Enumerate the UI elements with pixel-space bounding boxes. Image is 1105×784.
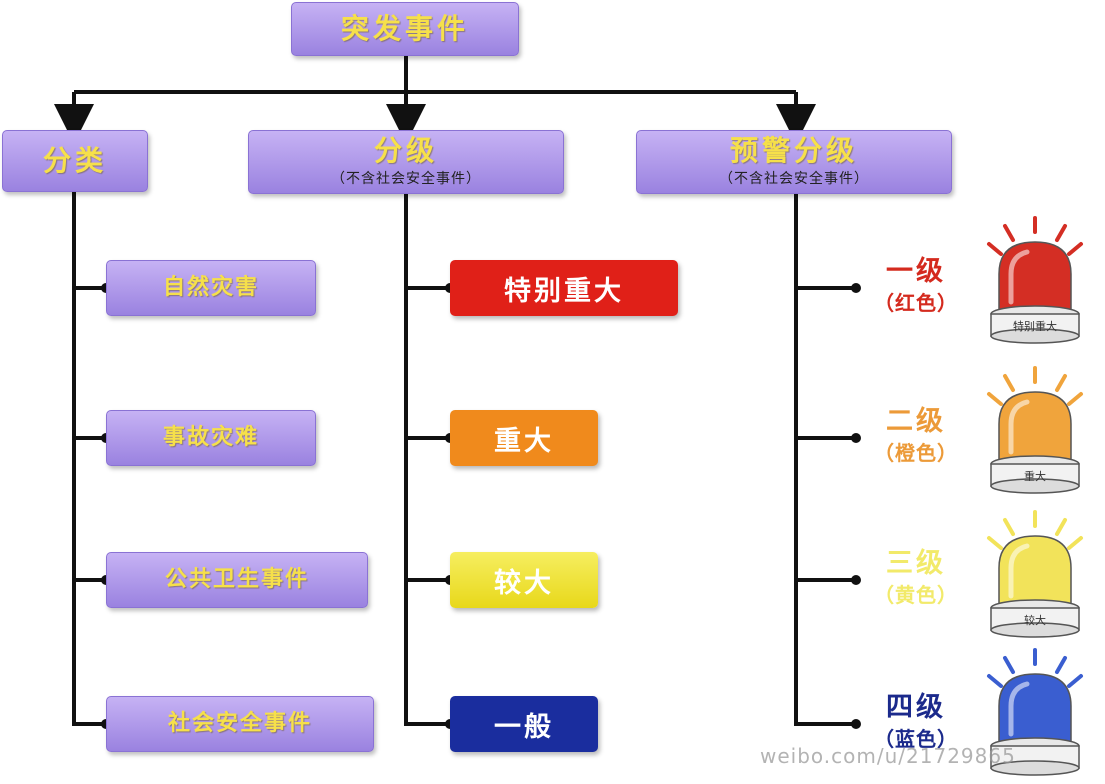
watermark-text: weibo.com/u/21729865: [760, 744, 1016, 768]
category-label: 自然灾害: [162, 274, 259, 300]
category-item: 公共卫生事件: [106, 552, 368, 608]
siren-lamp-icon: 较大: [987, 510, 1083, 638]
grade-label: 较大: [494, 567, 554, 599]
svg-text:较大: 较大: [1024, 613, 1046, 627]
siren-lamp-icon: 特别重大: [987, 216, 1083, 344]
grade-item: 一般: [450, 696, 598, 752]
grade-label: 重大: [494, 425, 554, 457]
branch-warning-note: （不含社会安全事件）: [719, 171, 869, 188]
siren-lamp-icon: [987, 648, 1083, 776]
warning-level: 三级 （黄色）: [856, 548, 976, 608]
warning-level-label: 一级: [886, 256, 946, 287]
branch-grading: 分级 （不含社会安全事件）: [248, 130, 564, 194]
warning-level-label: 三级: [886, 548, 946, 579]
warning-color-label: （红色）: [874, 291, 958, 316]
grade-item: 较大: [450, 552, 598, 608]
grade-label: 一般: [494, 711, 554, 743]
root-node: 突发事件: [291, 2, 519, 56]
warning-level: 二级 （橙色）: [856, 406, 976, 466]
branch-warning-label: 预警分级: [729, 133, 858, 167]
branch-classification-label: 分类: [42, 143, 107, 177]
warning-color-label: （黄色）: [874, 583, 958, 608]
branch-grading-note: （不含社会安全事件）: [331, 171, 481, 188]
grade-item: 重大: [450, 410, 598, 466]
category-item: 社会安全事件: [106, 696, 374, 752]
warning-color-label: （蓝色）: [874, 727, 958, 752]
category-item: 事故灾难: [106, 410, 316, 466]
warning-level-label: 四级: [886, 692, 946, 723]
grade-item: 特别重大: [450, 260, 678, 316]
category-label: 社会安全事件: [167, 710, 312, 736]
branch-warning: 预警分级 （不含社会安全事件）: [636, 130, 952, 194]
warning-level: 一级 （红色）: [856, 256, 976, 316]
grade-label: 特别重大: [504, 275, 624, 307]
warning-level-label: 二级: [886, 406, 946, 437]
category-label: 公共卫生事件: [164, 566, 309, 592]
svg-text:重大: 重大: [1024, 469, 1046, 483]
siren-lamp-icon: 重大: [987, 366, 1083, 494]
warning-level: 四级 （蓝色）: [856, 692, 976, 752]
svg-text:特别重大: 特别重大: [1013, 319, 1057, 333]
root-label: 突发事件: [340, 11, 469, 45]
category-label: 事故灾难: [162, 424, 259, 450]
category-item: 自然灾害: [106, 260, 316, 316]
warning-color-label: （橙色）: [874, 441, 958, 466]
branch-classification: 分类: [2, 130, 148, 192]
branch-grading-label: 分级: [373, 133, 438, 167]
